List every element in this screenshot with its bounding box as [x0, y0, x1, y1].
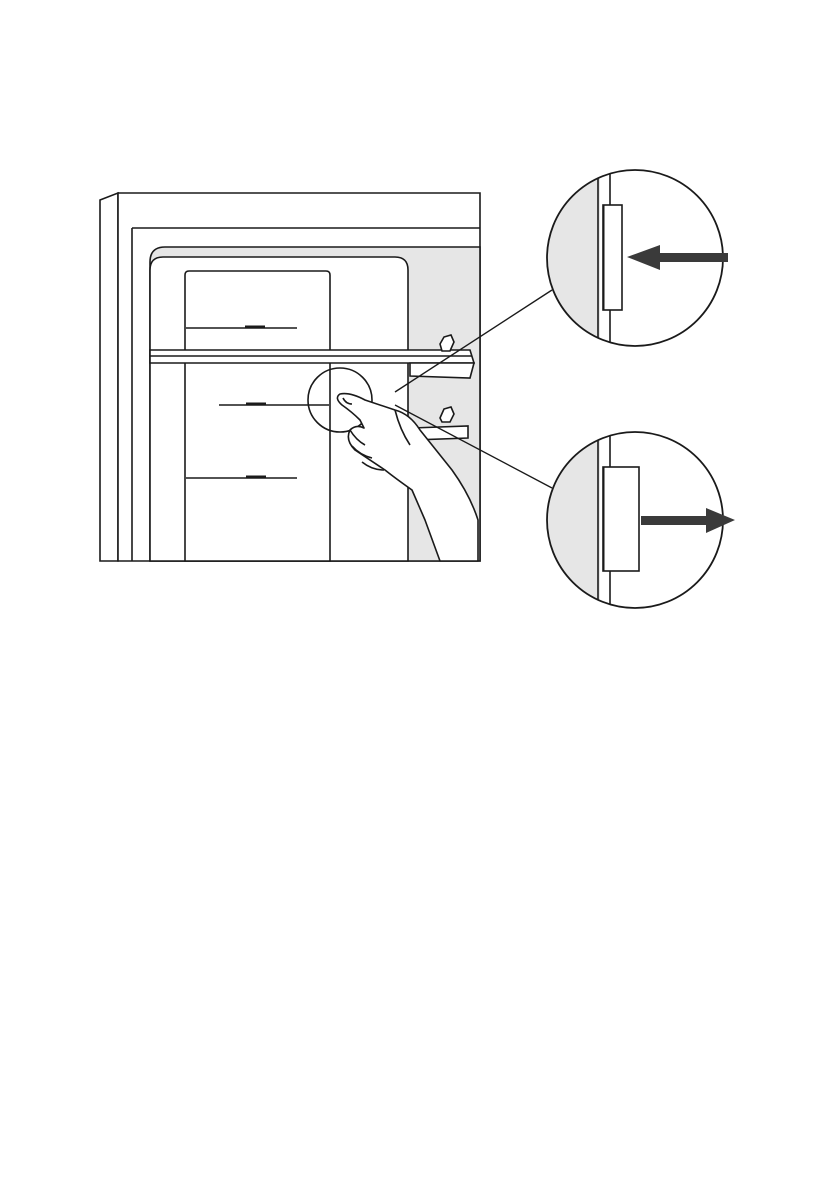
callout-bottom: [540, 420, 735, 620]
cabinet-left-side: [100, 193, 118, 561]
top-shelf-edge: [603, 205, 622, 310]
callout-top: [540, 160, 728, 360]
bottom-shelf-edge: [603, 467, 639, 571]
arrow-left-icon: [627, 245, 728, 270]
air-duct-panel: [185, 271, 330, 561]
arrow-right-icon: [641, 508, 735, 533]
